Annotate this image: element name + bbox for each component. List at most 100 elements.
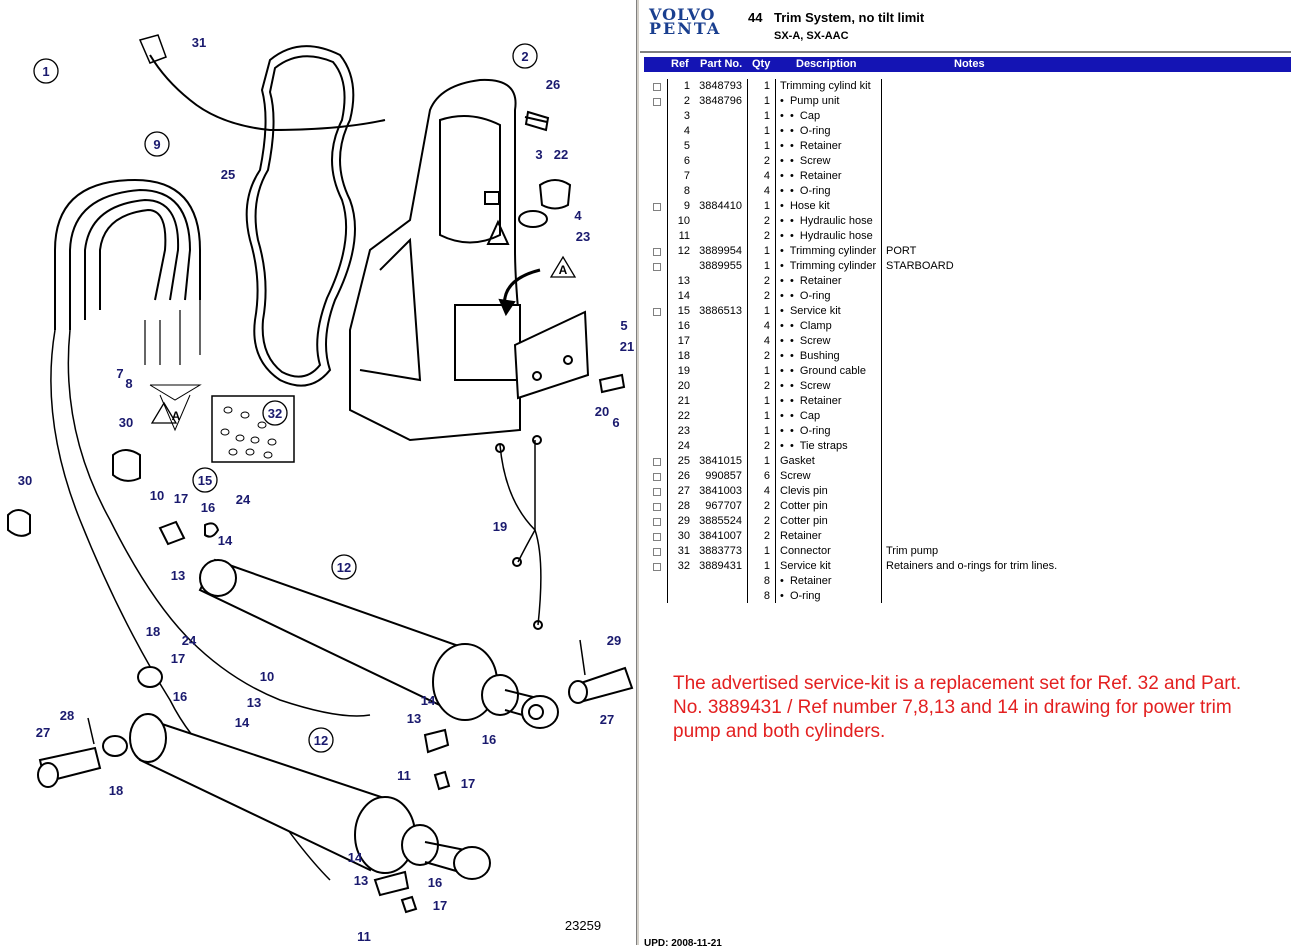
row-description: Retainer: [780, 530, 822, 542]
row-description: Connector: [780, 545, 831, 557]
select-checkbox[interactable]: [653, 473, 661, 481]
select-checkbox[interactable]: [653, 458, 661, 466]
row-ref: 17: [677, 335, 690, 347]
row-ref: 11: [678, 230, 690, 242]
callout-30b: 30: [18, 473, 32, 488]
select-checkbox[interactable]: [653, 548, 661, 556]
row-description: • Service kit: [780, 305, 841, 317]
row-description: Screw: [780, 470, 811, 482]
row-qty: 1: [763, 410, 770, 422]
row-notes: PORT: [886, 245, 917, 257]
col-header-partno[interactable]: Part No.: [700, 58, 743, 70]
row-part-number: 3883773: [699, 545, 742, 557]
col-header-notes[interactable]: Notes: [954, 58, 985, 70]
row-qty: 4: [763, 185, 770, 197]
select-checkbox[interactable]: [653, 248, 661, 256]
callout-17a: 17: [174, 491, 188, 506]
select-checkbox[interactable]: [653, 263, 661, 271]
callout-27b: 27: [600, 712, 614, 727]
section-number: 44: [748, 10, 763, 25]
row-description: Clevis pin: [780, 485, 828, 497]
row-qty: 4: [763, 485, 770, 497]
col-header-ref[interactable]: Ref: [671, 58, 689, 70]
select-checkbox[interactable]: [653, 533, 661, 541]
callout-13c: 13: [407, 711, 421, 726]
table-row[interactable]: 8• Retainer: [640, 574, 1291, 589]
row-notes: Trim pump: [886, 545, 939, 557]
row-ref: 22: [677, 410, 690, 422]
row-ref: 26: [677, 470, 690, 482]
col-header-qty[interactable]: Qty: [752, 58, 771, 70]
row-notes: Retainers and o-rings for trim lines.: [886, 560, 1058, 572]
trim-pump-unit: [349, 78, 521, 442]
row-ref: 3: [683, 110, 690, 122]
row-description: • • O-ring: [780, 290, 831, 302]
row-ref: 9: [683, 200, 690, 212]
row-qty: 2: [763, 290, 770, 302]
row-ref: 29: [677, 515, 690, 527]
column-rule: [775, 79, 776, 603]
row-ref: 24: [677, 440, 690, 452]
callout-31: 31: [192, 35, 206, 50]
row-description: • • Clamp: [780, 320, 832, 332]
row-description: • • Ground cable: [780, 365, 866, 377]
row-ref: 15: [677, 305, 690, 317]
pane-divider[interactable]: [636, 0, 640, 945]
select-checkbox[interactable]: [653, 203, 661, 211]
catalog-header: VOLVO PENTA 44 Trim System, no tilt limi…: [640, 0, 1291, 56]
exploded-parts-diagram: 1 2 3 4 5 6 7 8 9 10 10 11 11 12 12 13 1…: [0, 0, 636, 945]
col-header-description[interactable]: Description: [796, 58, 857, 70]
row-ref: 25: [677, 455, 690, 467]
callout-18a: 18: [146, 624, 160, 639]
row-part-number: 3841007: [699, 530, 742, 542]
row-ref: 32: [677, 560, 690, 572]
table-row[interactable]: 8• O-ring: [640, 589, 1291, 604]
row-qty: 2: [763, 275, 770, 287]
select-checkbox[interactable]: [653, 488, 661, 496]
section-title: Trim System, no tilt limit: [774, 10, 925, 25]
select-checkbox[interactable]: [653, 308, 661, 316]
select-checkbox[interactable]: [653, 563, 661, 571]
callout-30a: 30: [119, 415, 133, 430]
select-checkbox[interactable]: [653, 518, 661, 526]
select-checkbox[interactable]: [653, 98, 661, 106]
callout-17c: 17: [461, 776, 475, 791]
row-qty: 1: [763, 200, 770, 212]
select-checkbox[interactable]: [653, 503, 661, 511]
row-qty: 1: [763, 395, 770, 407]
select-checkbox[interactable]: [653, 83, 661, 91]
